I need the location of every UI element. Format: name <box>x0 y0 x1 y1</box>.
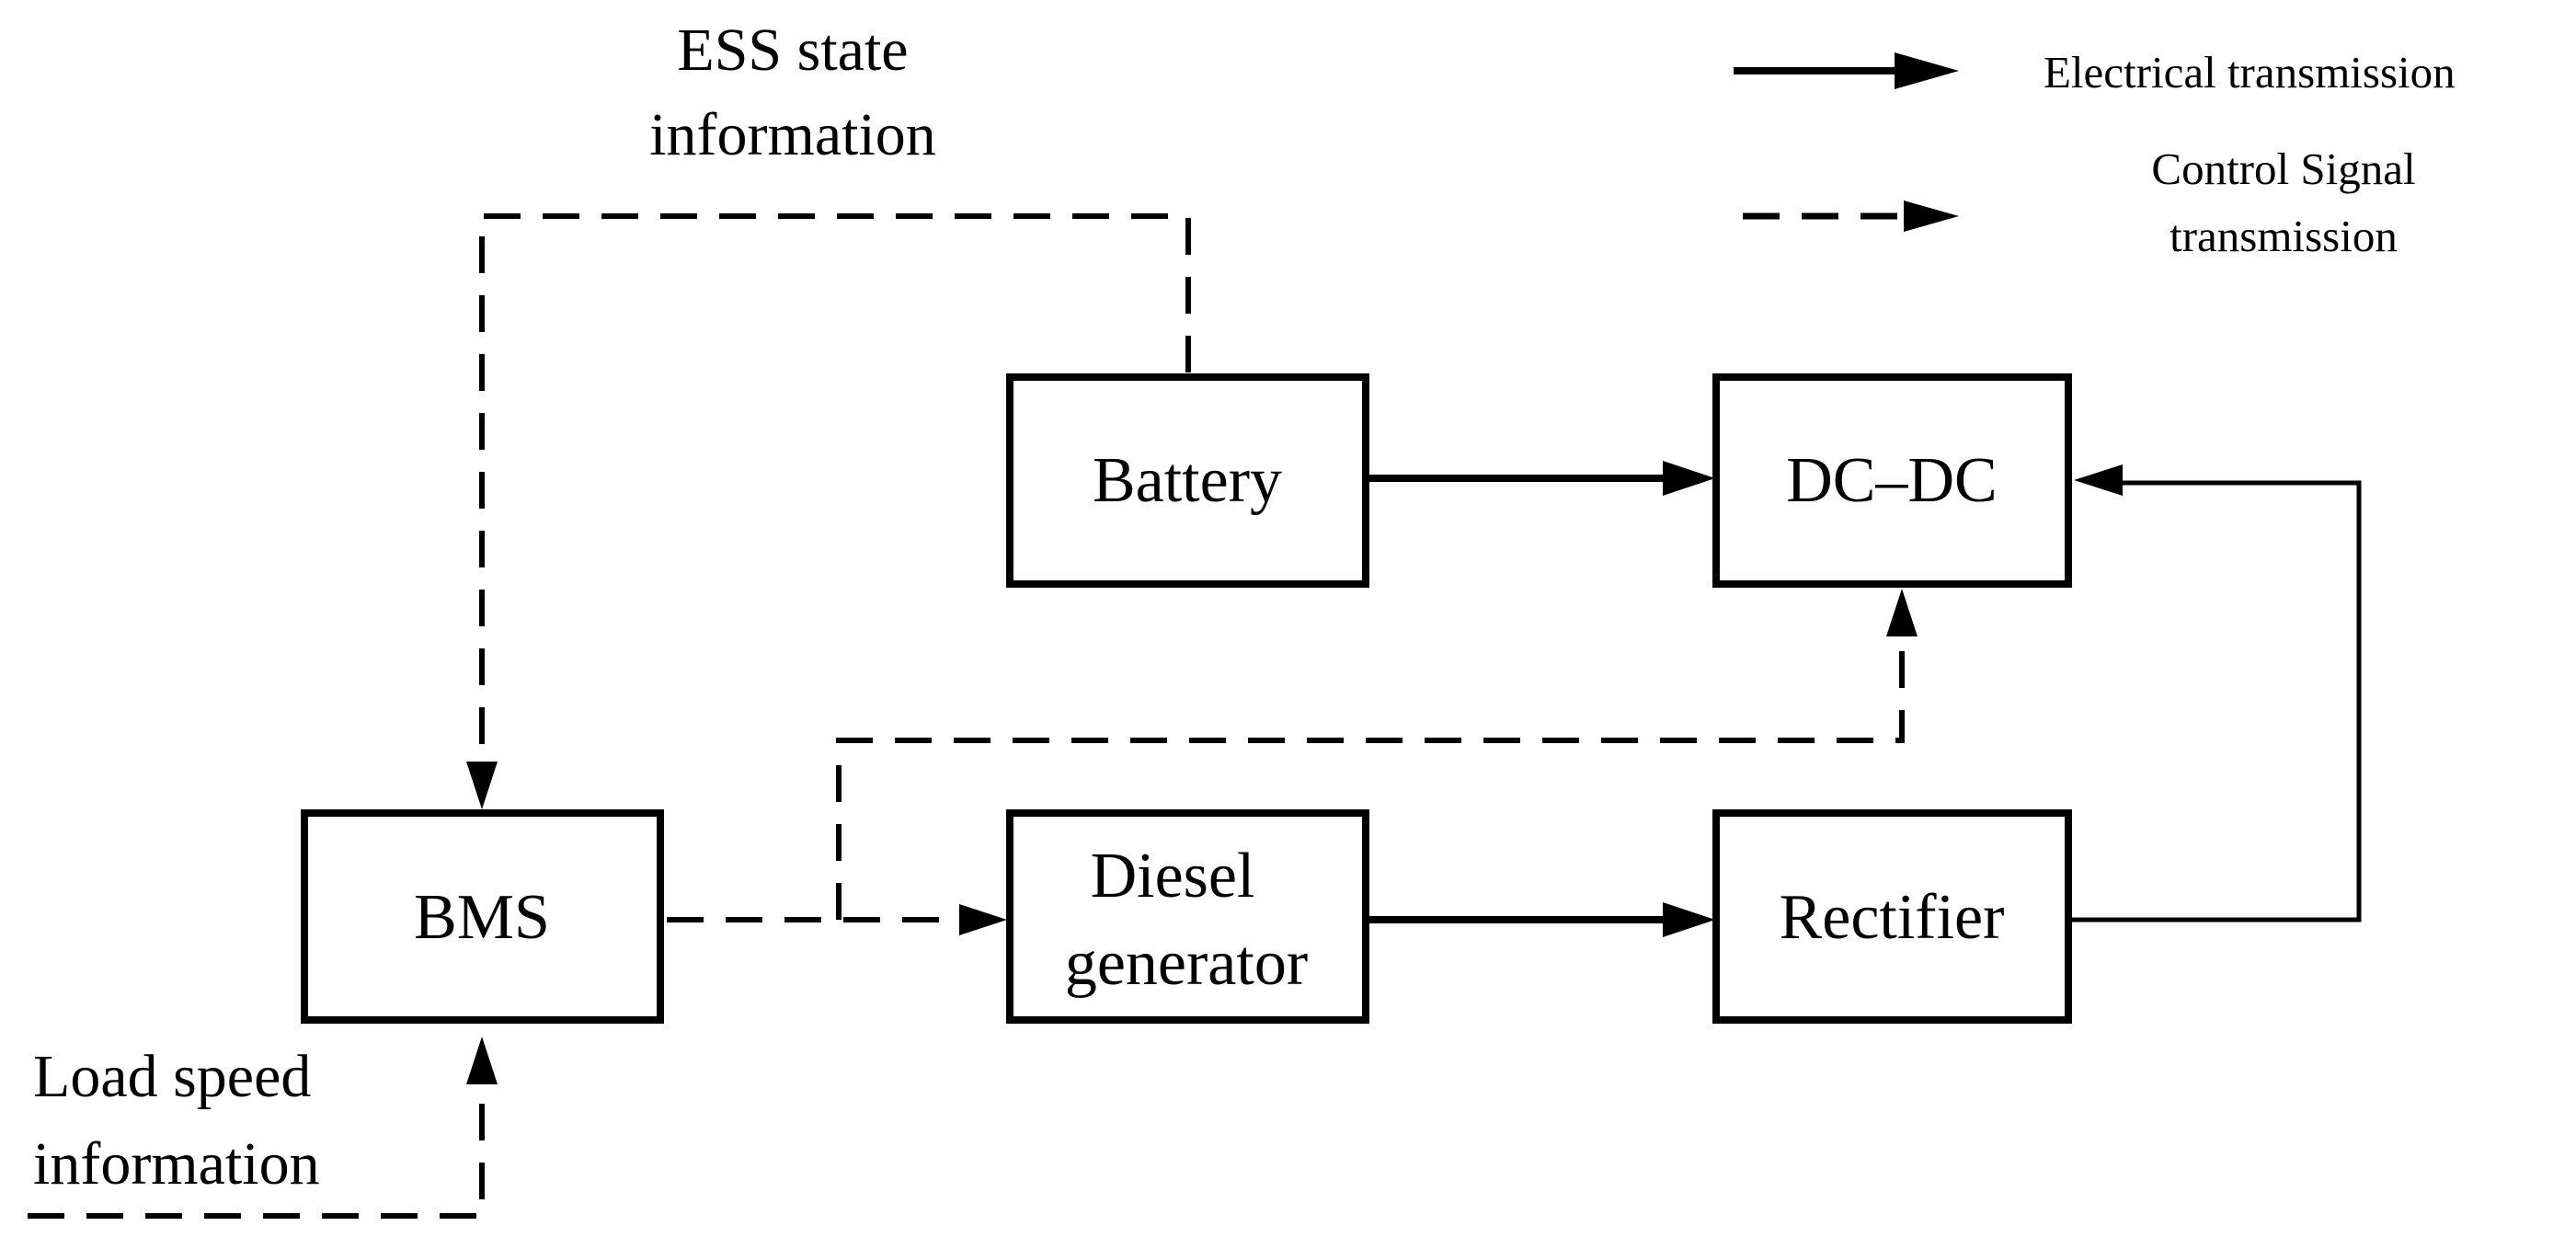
diesel-generator-block: Diesel generator <box>1006 809 1369 1024</box>
rectifier-block: Rectifier <box>1712 809 2072 1024</box>
arrowhead-into-dcdc-bottom <box>1886 589 1918 636</box>
connector-load-to-bms <box>28 1037 498 1219</box>
load-speed-label-line2: information <box>33 1130 320 1197</box>
arrowhead-into-diesel <box>959 904 1007 935</box>
legend-control-label-line2: transmission <box>2170 211 2398 261</box>
battery-box <box>1006 373 1369 588</box>
battery-label: Battery <box>1093 445 1282 516</box>
rectifier-box <box>1712 809 2072 1024</box>
connector-battery-to-dcdc <box>1368 461 1715 496</box>
connector-diesel-to-rectifier <box>1368 902 1715 937</box>
connector-bms-control <box>667 589 1918 935</box>
legend-electrical-label: Electrical transmission <box>2044 47 2456 97</box>
connector-rectifier-to-dcdc <box>2070 464 2362 922</box>
diesel-generator-box <box>1006 809 1369 1024</box>
diesel-label-line1: Diesel <box>1091 841 1255 911</box>
arrowhead-into-rectifier <box>1663 902 1715 937</box>
arrowhead-into-bms-top <box>466 762 498 809</box>
bms-label: BMS <box>414 882 550 953</box>
battery-block: Battery <box>1006 373 1369 588</box>
legend-solid-arrowhead <box>1895 52 1959 89</box>
arrowhead-into-dcdc-left <box>1663 461 1715 496</box>
dashed-path-bms-dcdc <box>836 635 1905 920</box>
ess-state-label-line2: information <box>649 101 936 168</box>
arrowhead-into-dcdc-right <box>2074 464 2123 496</box>
dcdc-box <box>1712 373 2072 588</box>
dcdc-label: DC–DC <box>1786 445 1997 516</box>
solid-path-rectifier-dcdc <box>2070 480 2362 922</box>
bms-box <box>301 809 664 1024</box>
bms-block: BMS <box>301 809 664 1024</box>
arrowhead-into-bms-bottom <box>466 1037 498 1084</box>
connector-battery-to-bms <box>466 213 1191 809</box>
legend-control-label-line1: Control Signal <box>2151 143 2415 194</box>
legend: Electrical transmission Control Signal t… <box>1734 47 2456 261</box>
rectifier-label: Rectifier <box>1780 882 2005 953</box>
legend-control: Control Signal transmission <box>1743 143 2416 261</box>
ess-state-label-line1: ESS state <box>677 17 908 84</box>
load-speed-label-line1: Load speed <box>33 1043 311 1110</box>
legend-electrical: Electrical transmission <box>1734 47 2456 97</box>
dashed-path-ess <box>479 213 1191 763</box>
diesel-label-line2: generator <box>1065 928 1308 999</box>
dashed-path-load <box>28 1081 485 1219</box>
legend-dashed-arrowhead <box>1904 201 1959 232</box>
dcdc-block: DC–DC <box>1712 373 2072 588</box>
